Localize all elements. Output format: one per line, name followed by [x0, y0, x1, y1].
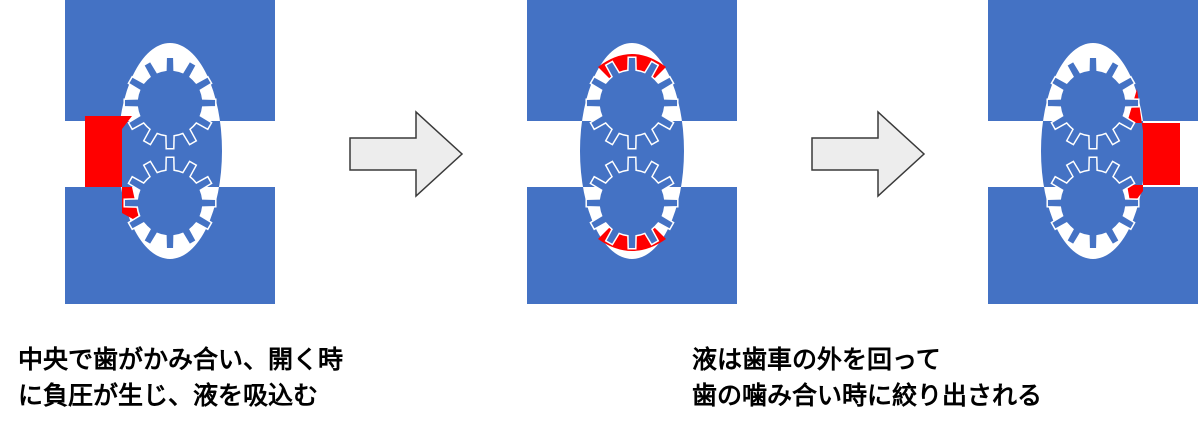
- upper-gear: [585, 56, 679, 150]
- stage-suction: [65, 0, 275, 304]
- pump-housing: [988, 0, 1198, 304]
- stage-transport: [527, 0, 737, 304]
- pump-housing: [65, 0, 275, 304]
- lower-gear: [585, 156, 679, 250]
- caption-line: 液は歯車の外を回って: [692, 345, 941, 374]
- lower-gear: [123, 156, 217, 250]
- fluid-inlet-region: [85, 116, 140, 223]
- caption-discharge: 液は歯車の外を回って 歯の噛み合い時に絞り出される: [692, 342, 1042, 414]
- caption-line: に負圧が生じ、液を吸込む: [18, 381, 319, 410]
- caption-line: 中央で歯がかみ合い、開く時: [18, 345, 344, 374]
- stage-discharge: [988, 0, 1198, 304]
- caption-line: 歯の噛み合い時に絞り出される: [692, 381, 1043, 410]
- right-arrow-shape: [349, 110, 464, 198]
- right-arrow-shape: [811, 110, 926, 198]
- caption-suction: 中央で歯がかみ合い、開く時 に負圧が生じ、液を吸込む: [18, 342, 343, 414]
- lower-gear: [1046, 156, 1140, 250]
- upper-gear: [1046, 56, 1140, 150]
- right-arrow-icon: [349, 110, 464, 198]
- right-arrow-icon: [811, 110, 926, 198]
- upper-gear: [123, 56, 217, 150]
- fluid-outlet-region: [1127, 89, 1180, 207]
- pump-housing: [527, 0, 737, 304]
